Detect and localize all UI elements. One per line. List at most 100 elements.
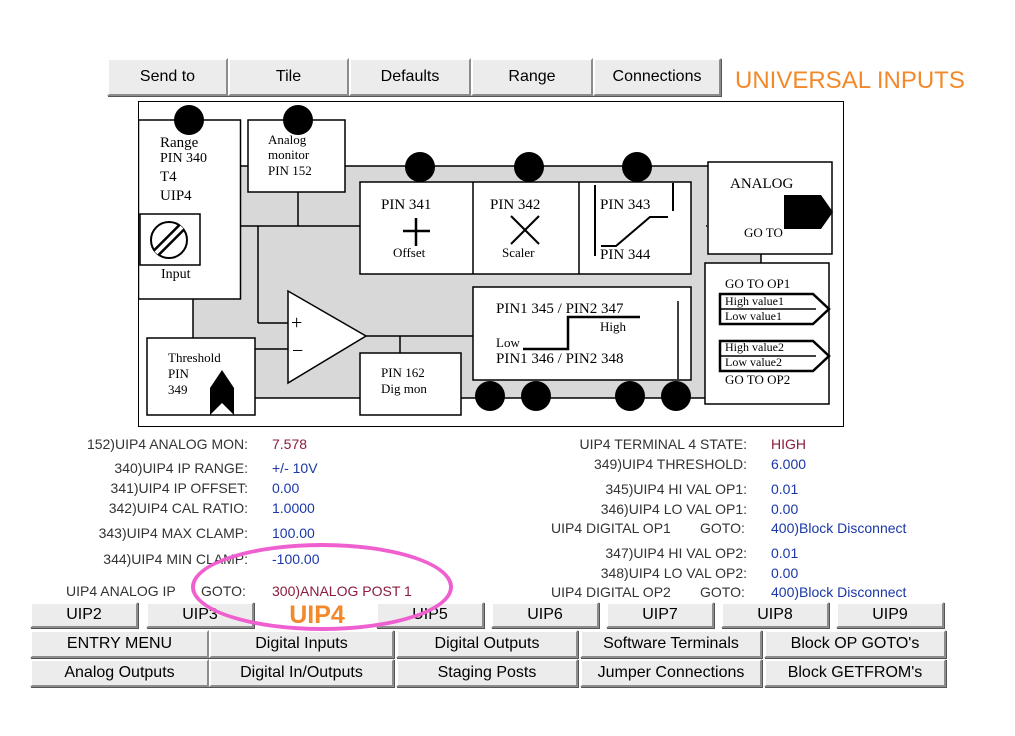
- tab-uip2[interactable]: UIP2: [30, 602, 138, 628]
- tab-uip9[interactable]: UIP9: [836, 602, 944, 628]
- op-high-label: High: [600, 319, 627, 334]
- param-label-digital-op2: UIP4 DIGITAL OP2: [551, 584, 671, 600]
- analog-goto-arrow-icon: [784, 195, 833, 229]
- param-value-max-clamp[interactable]: 100.00: [272, 525, 315, 541]
- threshold-label: Threshold: [168, 350, 221, 365]
- block-getfroms-button[interactable]: Block GETFROM's: [764, 659, 946, 687]
- param-label-lo-val-op2: 348)UIP4 LO VAL OP2:: [600, 565, 747, 581]
- digmon-pin-label: PIN 162: [381, 365, 425, 380]
- op2-low-value-label: Low value2: [725, 355, 782, 369]
- param-label-threshold: 349)UIP4 THRESHOLD:: [593, 456, 747, 472]
- param-label-lo-val-op1: 346)UIP4 LO VAL OP1:: [600, 501, 747, 517]
- threshold-pin-number: 349: [168, 382, 188, 397]
- tab-uip6[interactable]: UIP6: [491, 602, 599, 628]
- param-label-cal-ratio: 342)UIP4 CAL RATIO:: [108, 500, 248, 516]
- entry-menu-button[interactable]: ENTRY MENU: [30, 630, 209, 658]
- range-uip-label: UIP4: [160, 188, 192, 204]
- analog-outputs-button[interactable]: Analog Outputs: [30, 659, 209, 687]
- param-value-cal-ratio[interactable]: 1.0000: [272, 500, 315, 516]
- analog-monitor-line1: Analog: [268, 132, 307, 147]
- param-value-min-clamp[interactable]: -100.00: [272, 551, 320, 567]
- param-value-analog-ip-goto[interactable]: 300)ANALOG POST 1: [272, 583, 412, 599]
- step-function-icon: [523, 315, 640, 351]
- param-value-ip-range[interactable]: +/- 10V: [272, 460, 318, 476]
- comparator-minus-sign: −: [292, 340, 303, 362]
- send-to-button[interactable]: Send to: [107, 58, 228, 96]
- range-pin-label: PIN 340: [160, 151, 207, 166]
- param-label-min-clamp: 344)UIP4 MIN CLAMP:: [103, 551, 248, 567]
- param-label-ip-offset: 341)UIP4 IP OFFSET:: [110, 480, 248, 496]
- multiply-icon: [510, 215, 540, 245]
- offset-label: Offset: [393, 245, 426, 260]
- range-terminal-label: T4: [160, 169, 177, 185]
- param-value-hi-val-op1[interactable]: 0.01: [771, 481, 799, 497]
- analog-monitor-line2: monitor: [268, 147, 310, 162]
- param-value-digital-op2-goto[interactable]: 400)Block Disconnect: [771, 584, 907, 600]
- connections-button[interactable]: Connections: [593, 58, 721, 96]
- param-value-hi-val-op2[interactable]: 0.01: [771, 545, 799, 561]
- clamp-curve-icon: [594, 183, 674, 256]
- param-label-max-clamp: 343)UIP4 MAX CLAMP:: [98, 525, 248, 541]
- software-terminals-button[interactable]: Software Terminals: [580, 630, 762, 658]
- defaults-button[interactable]: Defaults: [349, 58, 471, 96]
- param-value-threshold[interactable]: 6.000: [771, 456, 807, 472]
- op-lo-pins-label: PIN1 346 / PIN2 348: [496, 351, 624, 367]
- param-label-analog-mon: 152)UIP4 ANALOG MON:: [86, 436, 248, 452]
- goto-op1-label: GO TO OP1: [725, 276, 790, 291]
- param-value-ip-offset[interactable]: 0.00: [272, 480, 300, 496]
- plus-icon: [403, 218, 430, 246]
- clamp-max-pin-label: PIN 343: [600, 197, 650, 213]
- threshold-up-arrow-icon: [210, 370, 234, 415]
- digmon-block: [359, 352, 462, 416]
- digital-in-outputs-button[interactable]: Digital In/Outputs: [209, 659, 394, 687]
- clamp-min-pin-label: PIN 344: [600, 247, 651, 263]
- scaler-label: Scaler: [502, 245, 535, 260]
- analog-goto-title: ANALOG: [730, 176, 793, 192]
- page-title: UNIVERSAL INPUTS: [735, 67, 965, 94]
- tile-button[interactable]: Tile: [228, 58, 349, 96]
- param-value-digital-op1-goto[interactable]: 400)Block Disconnect: [771, 520, 907, 536]
- op-low-label: Low: [496, 335, 520, 350]
- param-label-digital-op1: UIP4 DIGITAL OP1: [551, 520, 671, 536]
- digital-outputs-button[interactable]: Digital Outputs: [396, 630, 578, 658]
- param-value-terminal-state: HIGH: [771, 436, 806, 452]
- op2-high-value-label: High value2: [725, 340, 784, 354]
- tab-uip3[interactable]: UIP3: [146, 602, 254, 628]
- param-label-digital-op2-goto: GOTO:: [700, 584, 745, 600]
- param-value-lo-val-op1[interactable]: 0.00: [771, 501, 799, 517]
- uip-block-diagram: Range PIN 340 T4 UIP4 Input Analog monit…: [138, 101, 844, 427]
- jumper-connections-button[interactable]: Jumper Connections: [580, 659, 762, 687]
- op1-low-value-label: Low value1: [725, 309, 782, 323]
- block-op-gotos-button[interactable]: Block OP GOTO's: [764, 630, 946, 658]
- analog-monitor-pin: PIN 152: [268, 163, 312, 178]
- digital-inputs-button[interactable]: Digital Inputs: [209, 630, 394, 658]
- comparator-plus-sign: +: [291, 312, 302, 334]
- goto-op2-label: GO TO OP2: [725, 372, 790, 387]
- param-label-analog-ip: UIP4 ANALOG IP: [66, 583, 176, 599]
- offset-pin-label: PIN 341: [381, 197, 431, 213]
- op-hi-pins-label: PIN1 345 / PIN2 347: [496, 301, 624, 317]
- threshold-pin-word: PIN: [168, 366, 190, 381]
- param-label-hi-val-op2: 347)UIP4 HI VAL OP2:: [605, 545, 747, 561]
- scaler-pin-label: PIN 342: [490, 197, 540, 213]
- digmon-label: Dig mon: [381, 381, 427, 396]
- range-button[interactable]: Range: [471, 58, 593, 96]
- input-trim-icon: [150, 221, 188, 259]
- param-label-terminal-state: UIP4 TERMINAL 4 STATE:: [579, 436, 747, 452]
- digital-goto-block: [704, 262, 830, 405]
- param-label-ip-range: 340)UIP4 IP RANGE:: [114, 460, 248, 476]
- analog-goto-label: GO TO: [744, 225, 783, 240]
- tab-uip7[interactable]: UIP7: [606, 602, 714, 628]
- param-value-analog-mon[interactable]: 7.578: [272, 436, 308, 452]
- staging-posts-button[interactable]: Staging Posts: [396, 659, 578, 687]
- range-block: [138, 119, 242, 300]
- comparator-symbol: [287, 289, 368, 385]
- tab-uip4[interactable]: UIP4: [262, 600, 372, 630]
- param-label-digital-op1-goto: GOTO:: [700, 520, 745, 536]
- param-label-hi-val-op1: 345)UIP4 HI VAL OP1:: [605, 481, 747, 497]
- op1-high-value-label: High value1: [725, 294, 784, 308]
- param-value-lo-val-op2[interactable]: 0.00: [771, 565, 799, 581]
- connection-points: [174, 105, 691, 411]
- tab-uip5[interactable]: UIP5: [376, 602, 484, 628]
- tab-uip8[interactable]: UIP8: [721, 602, 829, 628]
